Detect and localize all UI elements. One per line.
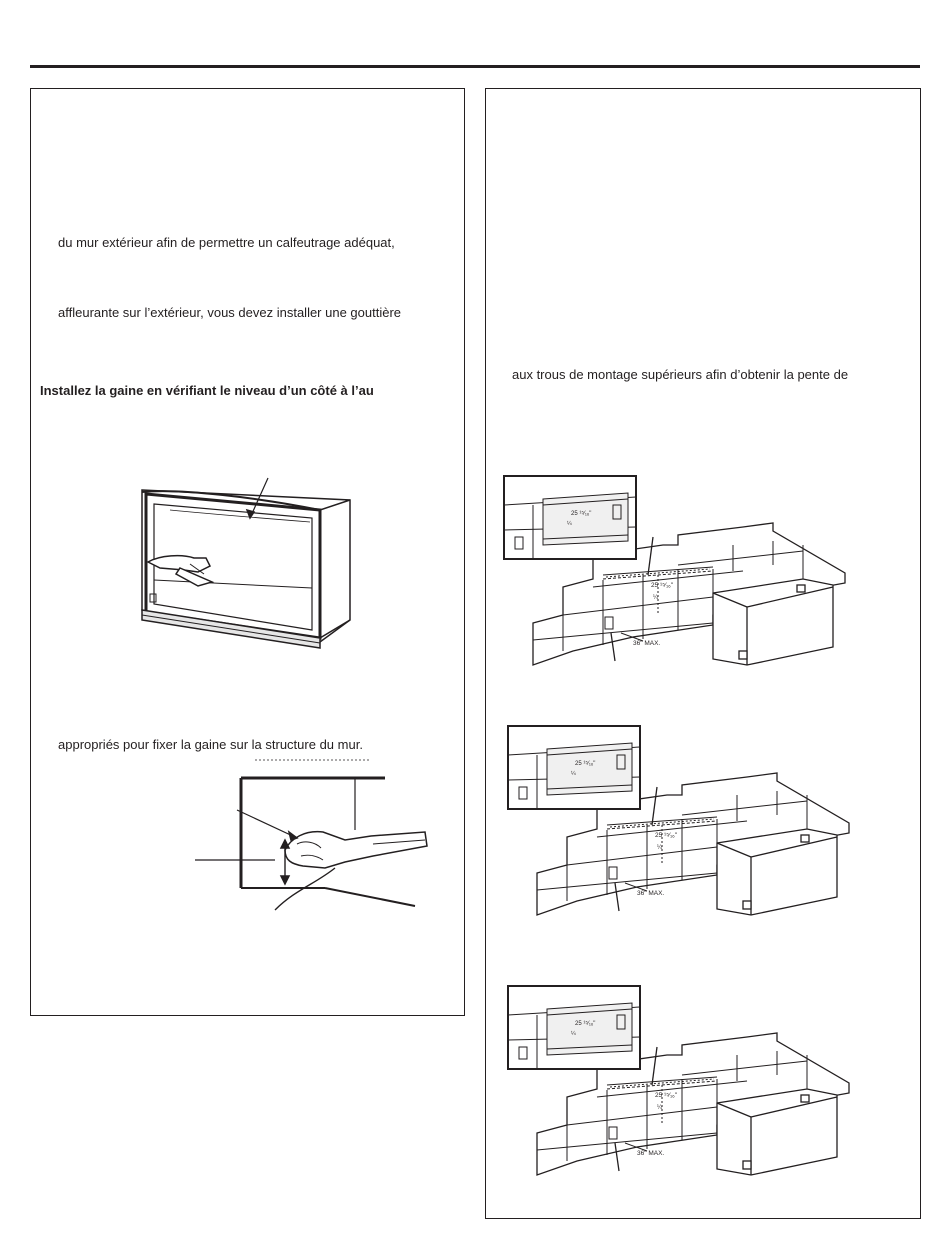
inset-dim-width-label: 25 ¹⁵⁄₁₆" (571, 510, 591, 517)
right-text-line-1: aux trous de montage supérieurs afin d’o… (512, 367, 849, 382)
header-rule (30, 65, 920, 68)
block-wall-figure-3: 25 ¹⁵⁄₁₆" ¼ 36" MAX. 25 ¹⁵⁄₁₆" ¼ (507, 985, 857, 1185)
left-heading-level: Installez la gaine en vérifiant le nivea… (40, 383, 374, 398)
dim-width-label: 25 ¹⁵⁄₁₆" (651, 582, 674, 589)
right-instruction-panel (485, 88, 921, 1219)
inset-dim-fraction-label: ¼ (571, 1031, 576, 1037)
inset-dim-width-label: 25 ¹⁵⁄₁₆" (575, 1020, 595, 1027)
dim-fraction-label: ¼ (653, 595, 659, 601)
wall-sleeve-illustration (141, 477, 351, 649)
dim-fraction-label: ¼ (657, 1105, 663, 1111)
block-wall-figure-1: 25 ¹⁵⁄₁₆" ¼ 36" MAX. 25 ¹⁵⁄₁₆" ¼ (503, 475, 853, 675)
dim-max-label: 36" MAX. (633, 640, 660, 647)
detail-inset-photo: 25 ¹⁵⁄₁₆" ¼ (503, 475, 637, 560)
block-wall-figure-2: 25 ¹⁵⁄₁₆" ¼ 36" MAX. 25 ¹⁵⁄₁₆" ¼ (507, 725, 857, 925)
dim-max-label: 36" MAX. (637, 890, 664, 897)
left-text-line-3: appropriés pour fixer la gaine sur la st… (58, 737, 363, 752)
inset-dim-fraction-label: ¼ (567, 521, 572, 527)
dim-fraction-label: ¼ (657, 845, 663, 851)
left-instruction-panel (30, 88, 465, 1016)
inset-dim-fraction-label: ¼ (571, 771, 576, 777)
dim-width-label: 25 ¹⁵⁄₁₆" (655, 832, 678, 839)
inset-dim-width-label: 25 ¹⁵⁄₁₆" (575, 760, 595, 767)
left-text-line-1: du mur extérieur afin de permettre un ca… (58, 235, 395, 250)
hand-fastening-illustration (195, 759, 428, 911)
detail-inset-photo: 25 ¹⁵⁄₁₆" ¼ (507, 725, 641, 810)
detail-inset-photo: 25 ¹⁵⁄₁₆" ¼ (507, 985, 641, 1070)
left-text-line-2: affleurante sur l’extérieur, vous devez … (58, 305, 402, 320)
dim-max-label: 36" MAX. (637, 1150, 664, 1157)
dim-width-label: 25 ¹⁵⁄₁₆" (655, 1092, 678, 1099)
